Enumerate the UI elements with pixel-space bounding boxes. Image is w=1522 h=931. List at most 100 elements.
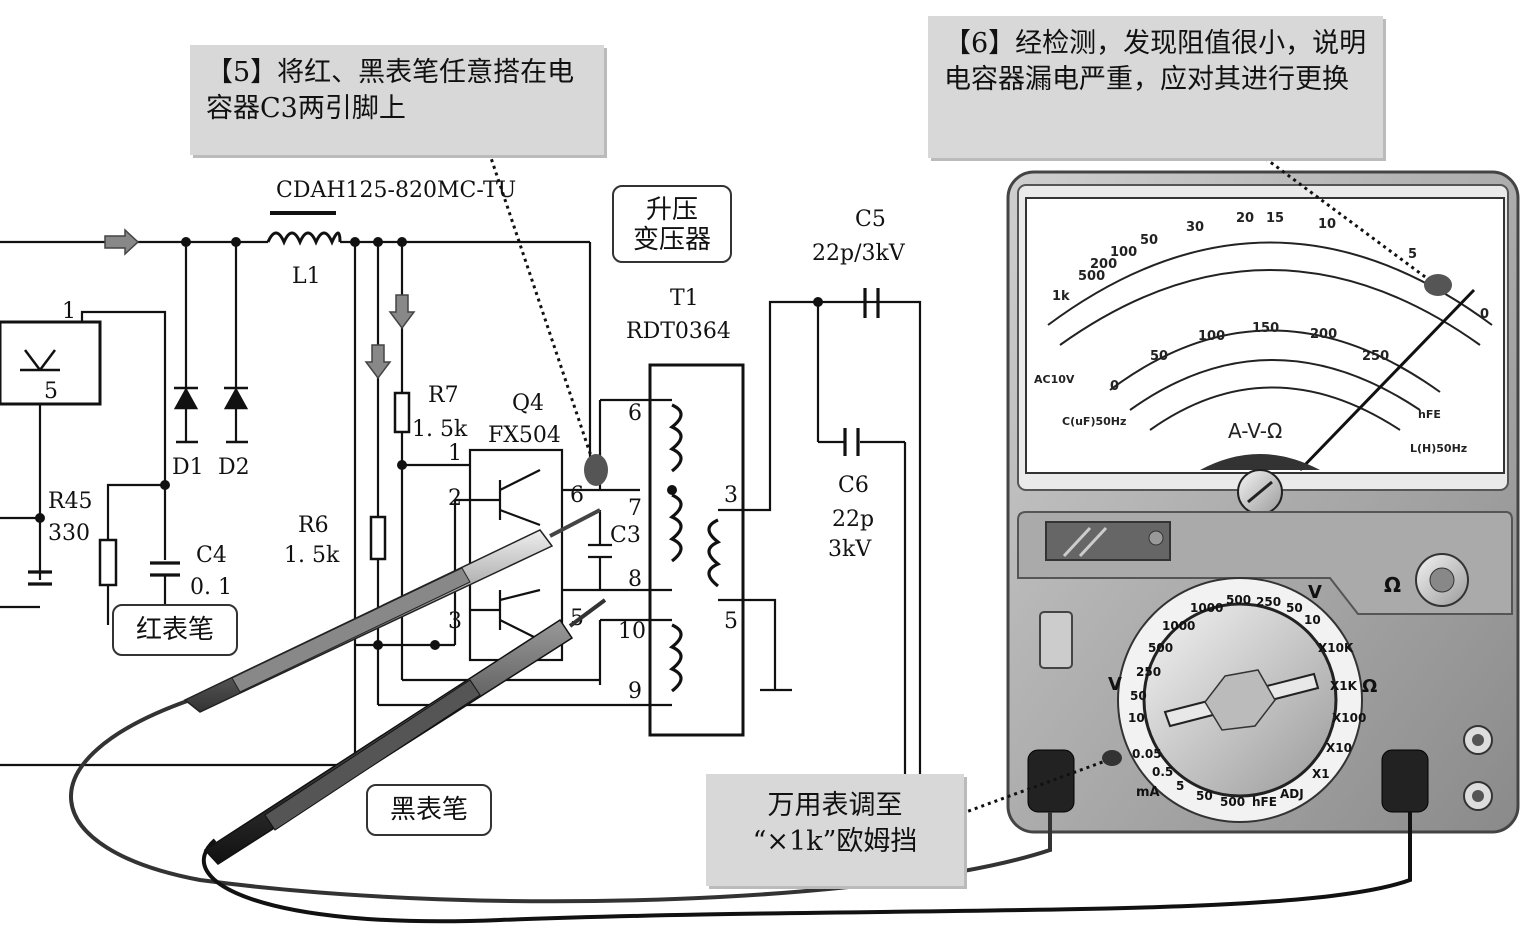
scale-ohm-15: 15 [1266,211,1284,226]
scale-ohm-1k: 1k [1052,289,1070,304]
note-step6: 【6】经检测，发现阻值很小，说明电容器漏电严重，应对其进行更换 [928,16,1383,158]
pin-t-5: 5 [724,609,738,634]
r6-value-label: 1. 5k [284,543,340,568]
tag-transformer: 升压 变压器 [612,185,732,263]
tag-transformer-line1: 升压 [645,195,698,225]
scale-hfe: hFE [1418,408,1441,421]
multimeter: 1k 500 200 100 50 30 20 15 10 5 0 0 50 1… [1006,170,1520,834]
needle-pivot [1200,454,1320,470]
scale-ohm-5: 5 [1408,247,1417,262]
pin-q-2: 2 [448,486,462,511]
scale-ac10v: AC10V [1034,373,1075,386]
dial-vleft-1000: 1000 [1162,619,1195,633]
c4-value-label: 0. 1 [190,575,232,600]
dial-ma-0.05: 0.05 [1132,747,1162,761]
dial-ma-label: mA [1136,785,1160,800]
dial-v-250: 250 [1256,595,1281,609]
scale-ohm-100: 100 [1110,245,1137,260]
note-step6-text: 【6】经检测，发现阻值很小，说明电容器漏电严重，应对其进行更换 [944,28,1367,95]
scale-lh: L(H)50Hz [1410,442,1467,455]
dial-vleft-250: 250 [1136,665,1161,679]
pointer-lines [485,145,1433,818]
scale-ohm-30: 30 [1186,220,1204,235]
pin-ic-1: 1 [62,299,76,324]
dial-ohm-x1k: X1K [1330,679,1358,693]
pin-q-6: 6 [570,483,584,508]
transistor-socket[interactable] [1039,611,1073,669]
r6-label: R6 [298,513,329,538]
pin-t-6: 6 [628,401,642,426]
dial-ma-adj: ADJ [1280,787,1304,801]
dial-ma-5: 5 [1176,779,1184,793]
dial-vleft-10: 10 [1128,711,1145,725]
scale-dc-250: 250 [1362,349,1389,364]
scale-dc-100: 100 [1198,329,1225,344]
capacitor-plates [28,288,880,586]
r7-value-label: 1. 5k [412,417,468,442]
dial-ma-50: 50 [1196,789,1213,803]
inductor-part-label: CDAH125-820MC-TU [276,178,516,203]
black-probe[interactable] [203,598,607,865]
pin-t-3: 3 [724,483,738,508]
dial-ma-0.5: 0.5 [1152,765,1173,779]
note-range: 万用表调至 “×1k”欧姆挡 [706,774,964,886]
l1-label: L1 [292,264,321,289]
t1-label: T1 [670,286,699,311]
pointer-hand-dial [1102,750,1122,766]
pointer-hand-meter [1424,274,1452,296]
red-probe[interactable] [183,508,601,713]
pin-q-3: 3 [448,609,462,634]
ic-transistor [20,349,60,372]
dial-vleft-50: 50 [1130,689,1147,703]
dial-ohm-label: Ω [1362,676,1377,697]
note-range-line2: “×1k”欧姆挡 [752,826,918,857]
dial-v-10: 10 [1304,613,1321,627]
resistors [98,391,411,587]
diodes [173,386,249,444]
pin-ic-5: 5 [44,379,58,404]
c3-label: C3 [610,523,641,548]
inductor-l1 [266,231,342,246]
scale-dc-150: 150 [1252,321,1279,336]
ohm-adjust-label: Ω [1384,573,1401,597]
pin-t-10: 10 [618,619,646,644]
c5-label: C5 [855,207,886,232]
q4-label: Q4 [512,391,544,416]
tag-red-probe: 红表笔 [112,604,238,656]
circuit-wires [0,240,922,780]
dial-vleft-label: V [1108,674,1122,695]
note-step5: 【5】将红、黑表笔任意搭在电容器C3两引脚上 [190,45,604,155]
r45-label: R45 [48,489,93,514]
note-step5-text: 【5】将红、黑表笔任意搭在电容器C3两引脚上 [206,57,575,124]
d1-label: D1 [172,455,204,480]
flow-arrows [104,228,416,380]
scale-cuf: C(uF)50Hz [1062,415,1126,428]
dial-ohm-x10k: X10K [1318,641,1354,655]
c6-label: C6 [838,473,869,498]
scale-dc-200: 200 [1310,327,1337,342]
dial-ohm-x100: X100 [1332,711,1366,725]
jack-com-plug[interactable] [1027,749,1075,813]
dial-v-label: V [1308,582,1322,603]
t1-part-label: RDT0364 [626,319,731,344]
meter-needle [1298,288,1476,472]
tag-transformer-line2: 变压器 [632,225,711,255]
c5-value-label: 22p/3kV [812,241,906,266]
pointer-hand-c3 [584,454,608,486]
dial-ohm-x1: X1 [1312,767,1330,781]
scale-dc-0: 0 [1110,379,1119,394]
c6-value2-label: 3kV [828,537,872,562]
pin-t-9: 9 [628,679,642,704]
d2-label: D2 [218,455,250,480]
pin-q-1: 1 [448,441,462,466]
dial-v-50: 50 [1286,601,1303,615]
jack-plus-plug[interactable] [1381,749,1429,813]
note-range-line1: 万用表调至 [767,790,903,821]
scale-ohm-20: 20 [1236,211,1254,226]
r7-label: R7 [428,383,459,408]
scale-ohm-10: 10 [1318,217,1336,232]
dial-v-500: 500 [1226,593,1251,607]
dial-ohm-x10: X10 [1326,741,1352,755]
